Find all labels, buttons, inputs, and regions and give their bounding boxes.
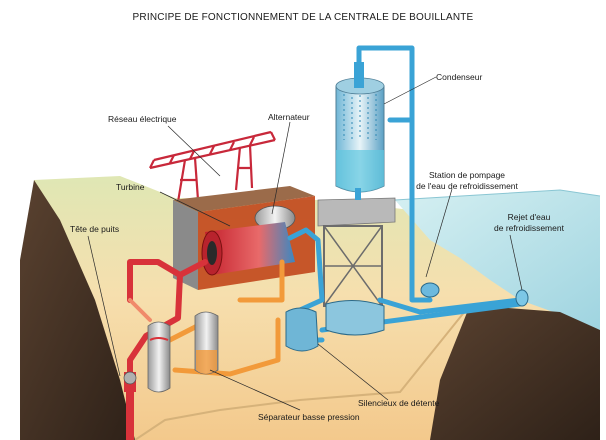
steam-pipes bbox=[127, 259, 208, 403]
label-rejet-eau: Rejet d'eau de refroidissement bbox=[494, 212, 564, 233]
wellhead-shape bbox=[123, 371, 137, 440]
pylon-structure bbox=[149, 130, 276, 203]
label-separateur: Séparateur basse pression bbox=[258, 412, 360, 422]
silencer-shape bbox=[285, 300, 385, 352]
label-condenseur: Condenseur bbox=[436, 72, 483, 82]
label-station-pompage: Station de pompage de l'eau de refroidis… bbox=[416, 170, 518, 191]
diagram-title: PRINCIPE DE FONCTIONNEMENT DE LA CENTRAL… bbox=[132, 12, 474, 23]
soil-section bbox=[20, 180, 135, 440]
soil-section-right bbox=[430, 305, 600, 440]
separator-vessels bbox=[147, 311, 219, 393]
label-turbine: Turbine bbox=[116, 182, 145, 192]
pump-shape bbox=[420, 282, 440, 298]
label-tete-de-puits: Tête de puits bbox=[70, 224, 120, 234]
condenser-tower bbox=[317, 62, 396, 307]
outlet-shape bbox=[515, 289, 529, 307]
label-silencieux: Silencieux de détente bbox=[358, 398, 440, 408]
label-alternateur: Alternateur bbox=[268, 112, 310, 122]
sea bbox=[395, 190, 600, 330]
label-reseau-electrique: Réseau électrique bbox=[108, 114, 177, 124]
cooling-pipes bbox=[287, 45, 523, 343]
leader-lines bbox=[87, 76, 523, 411]
